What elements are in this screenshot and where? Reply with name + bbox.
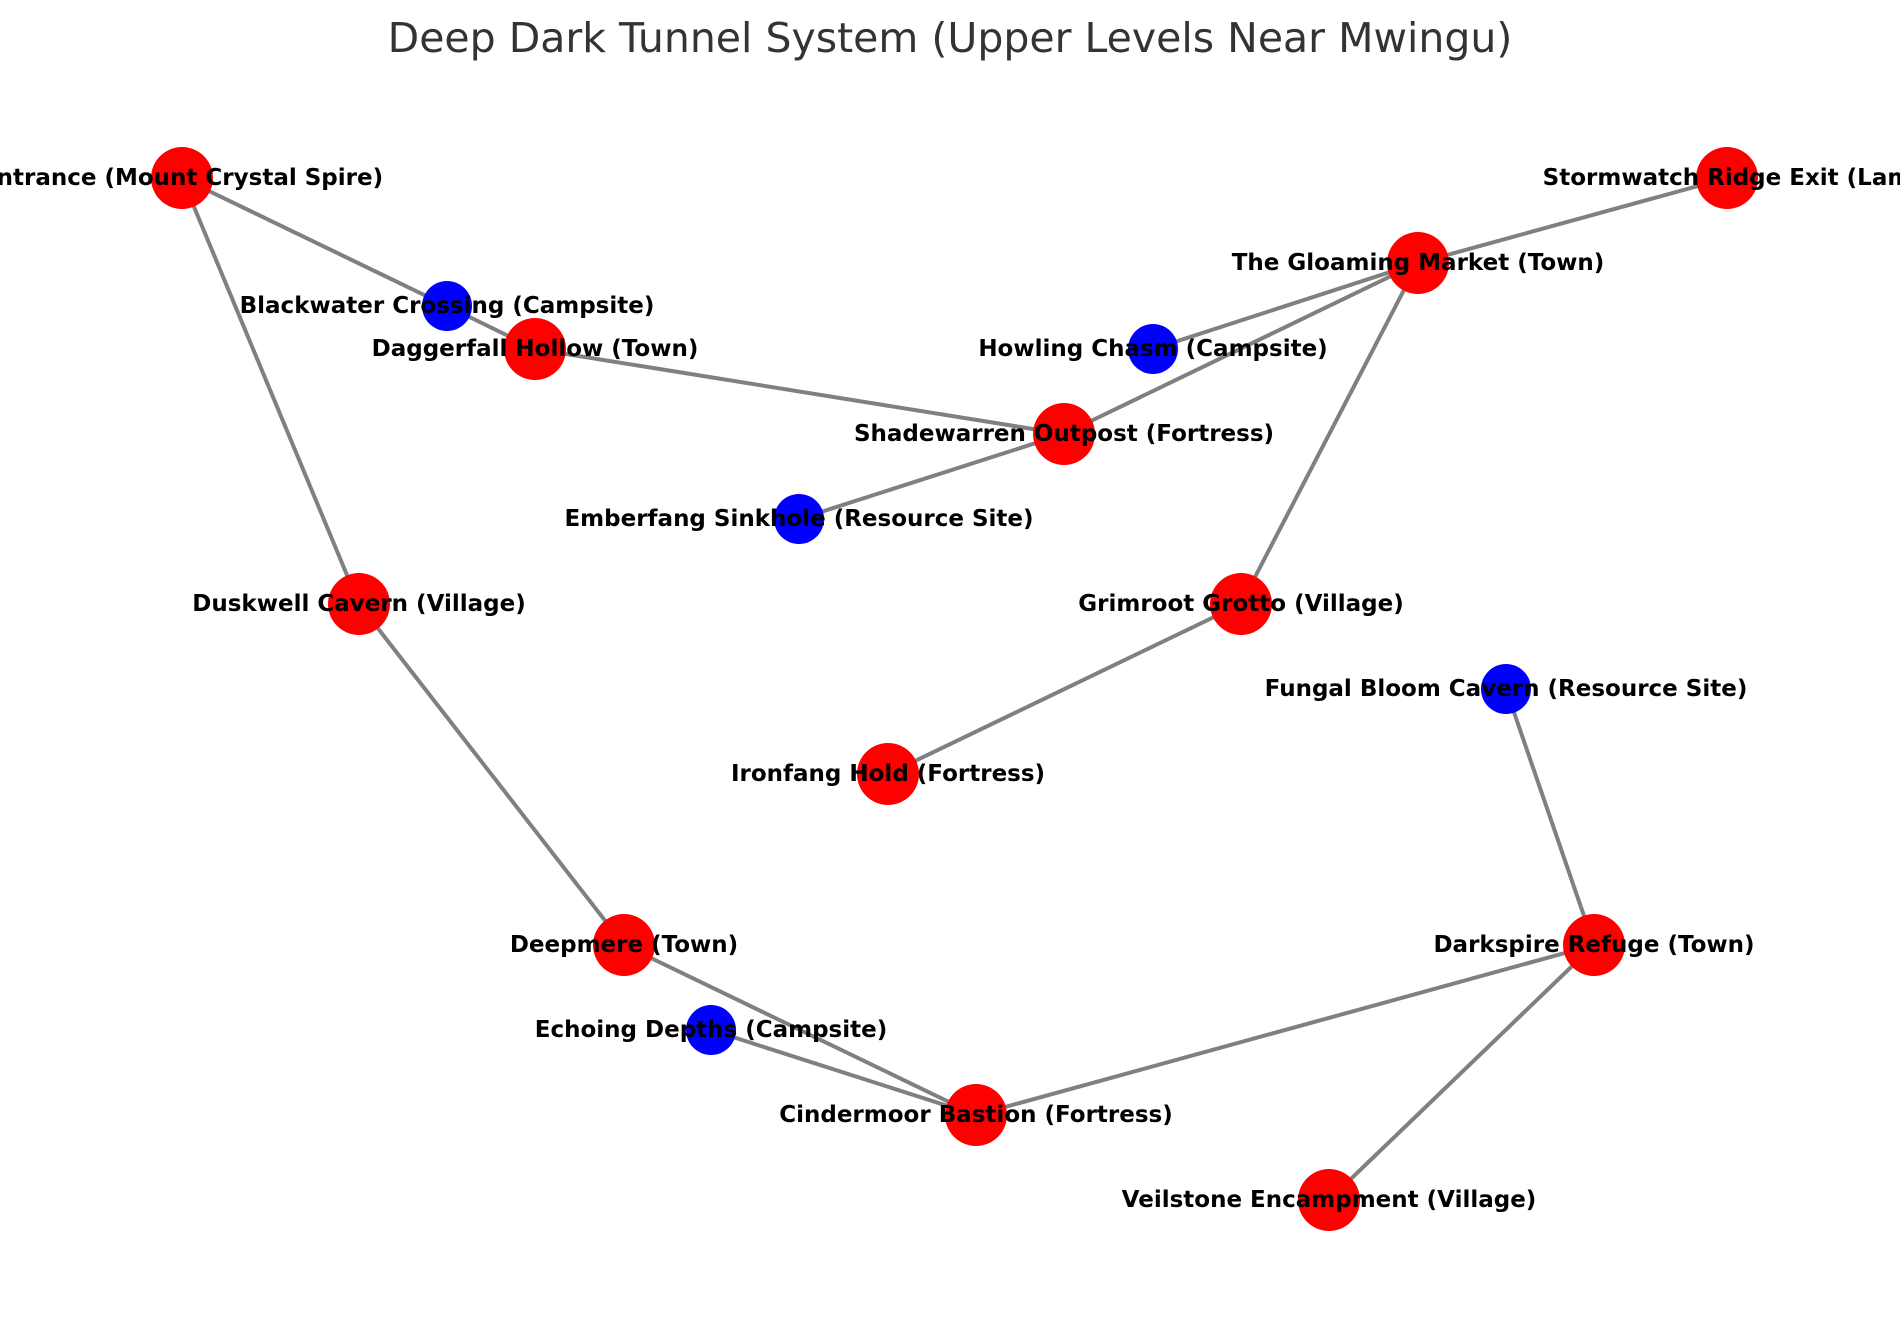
node-daggerfall [504,318,566,380]
edge-shadewarren-emberfang [797,432,1066,521]
node-howling [1128,324,1178,374]
node-label-deepmere: Deepmere (Town) [510,932,738,958]
node-label-duskwell: Duskwell Cavern (Village) [192,591,525,617]
node-stormwatch [1696,147,1758,209]
node-entrance [151,147,213,209]
edge-entrance-blackwater [180,176,449,308]
edge-daggerfall-shadewarren [533,347,1066,436]
node-ironfang [857,743,919,805]
diagram-title: Deep Dark Tunnel System (Upper Levels Ne… [388,14,1513,62]
node-label-daggerfall: Daggerfall Hollow (Town) [372,336,699,362]
node-label-darkspire: Darkspire Refuge (Town) [1433,932,1754,958]
node-label-ironfang: Ironfang Hold (Fortress) [731,761,1045,787]
node-label-howling: Howling Chasm (Campsite) [978,336,1327,362]
node-grimroot [1210,573,1272,635]
edge-darkspire-fungal [1504,687,1596,947]
node-darkspire [1563,914,1625,976]
node-shadewarren [1033,403,1095,465]
edge-gloaming-grimroot [1239,261,1420,606]
edge-shadewarren-gloaming [1062,261,1420,436]
node-label-entrance: Entrance (Mount Crystal Spire) [0,165,383,191]
node-label-fungal: Fungal Bloom Cavern (Resource Site) [1265,676,1748,702]
edge-darkspire-veilstone [1327,943,1596,1202]
edge-deepmere-cindermoor [622,943,978,1117]
node-duskwell [328,573,390,635]
edge-duskwell-deepmere [357,602,626,947]
node-veilstone [1298,1169,1360,1231]
node-gloaming [1387,232,1449,294]
node-label-cindermoor: Cindermoor Bastion (Fortress) [779,1102,1173,1128]
node-blackwater [422,281,472,331]
node-label-echoing: Echoing Depths (Campsite) [535,1017,888,1043]
tunnel-edges [180,176,1729,1202]
edge-grimroot-ironfang [886,602,1243,776]
edge-echoing-cindermoor [709,1028,978,1117]
edge-gloaming-howling [1151,261,1420,351]
edge-entrance-duskwell [180,176,361,606]
node-emberfang [774,494,824,544]
location-labels: Entrance (Mount Crystal Spire) Stormwatch… [0,165,1900,1213]
node-echoing [686,1005,736,1055]
edge-cindermoor-darkspire [974,943,1596,1117]
node-label-shadewarren: Shadewarren Outpost (Fortress) [854,421,1274,447]
edge-gloaming-stormwatch [1416,176,1729,265]
node-label-emberfang: Emberfang Sinkhole (Resource Site) [564,506,1033,532]
node-label-veilstone: Veilstone Encampment (Village) [1122,1187,1537,1213]
location-nodes [151,147,1758,1231]
node-label-grimroot: Grimroot Grotto (Village) [1078,591,1404,617]
node-label-blackwater: Blackwater Crossing (Campsite) [240,293,655,319]
node-label-gloaming: The Gloaming Market (Town) [1232,250,1605,276]
node-cindermoor [945,1084,1007,1146]
node-deepmere [593,914,655,976]
node-label-stormwatch: Stormwatch Ridge Exit (Lam [1543,165,1900,191]
node-fungal [1481,664,1531,714]
